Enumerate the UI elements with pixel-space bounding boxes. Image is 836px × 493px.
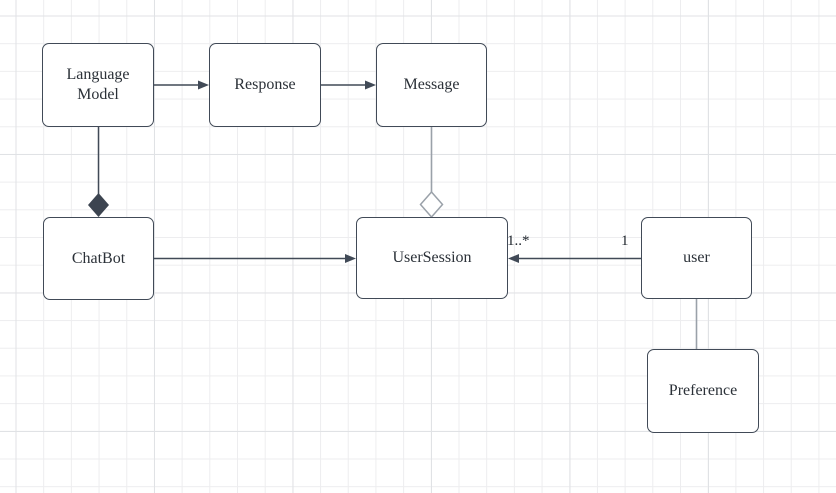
- node-language-model[interactable]: Language Model: [42, 43, 154, 127]
- edge-chatbot-usersession[interactable]: [154, 254, 356, 263]
- node-label: Message: [403, 76, 460, 93]
- arrowhead-icon: [198, 80, 209, 90]
- edge-message-usersession[interactable]: [419, 127, 444, 219]
- edge-response-message[interactable]: [321, 80, 376, 90]
- node-response[interactable]: Response: [209, 43, 321, 127]
- arrowhead-icon: [345, 254, 356, 263]
- node-label: user: [683, 249, 710, 266]
- node-user-session[interactable]: UserSession: [356, 217, 508, 299]
- arrowhead-icon: [365, 80, 376, 90]
- multiplicity-label-usersession: 1..*: [507, 233, 530, 249]
- composition-diamond-icon: [88, 193, 109, 217]
- node-label: Preference: [668, 382, 738, 399]
- node-message[interactable]: Message: [376, 43, 487, 127]
- node-chatbot[interactable]: ChatBot: [43, 217, 154, 300]
- edge-user-usersession[interactable]: [508, 254, 641, 263]
- node-user[interactable]: user: [641, 217, 752, 299]
- node-label: Response: [234, 76, 296, 93]
- multiplicity-label-user: 1: [621, 233, 629, 249]
- node-label: UserSession: [392, 249, 472, 266]
- node-label: ChatBot: [71, 249, 126, 267]
- node-label: Language Model: [66, 66, 130, 103]
- edge-languagemodel-response[interactable]: [154, 80, 209, 90]
- node-preference[interactable]: Preference: [647, 349, 759, 433]
- arrowhead-icon: [508, 254, 519, 263]
- aggregation-diamond-icon: [419, 190, 444, 219]
- edge-languagemodel-chatbot[interactable]: [88, 127, 109, 217]
